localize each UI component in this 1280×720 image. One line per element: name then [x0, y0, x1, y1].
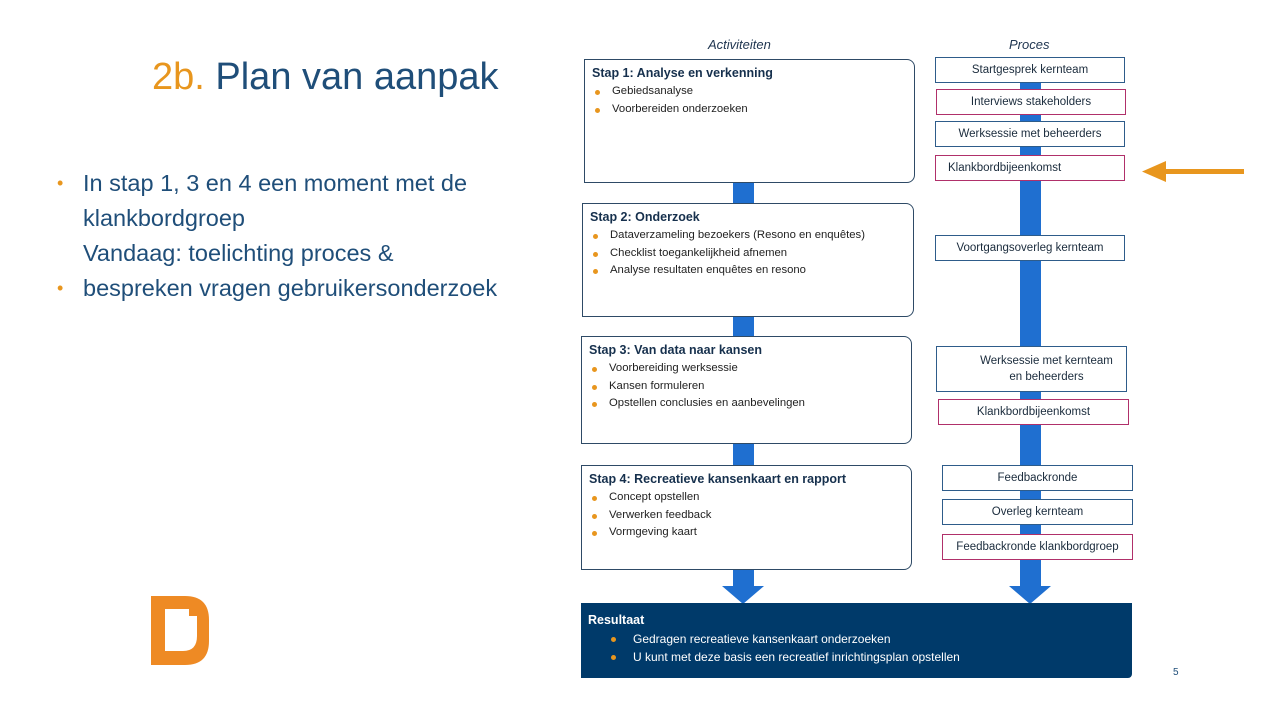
step-item: Voorbereiden onderzoeken	[592, 101, 907, 119]
step-item: Checklist toegankelijkheid afnemen	[590, 245, 906, 263]
step-item: Dataverzameling bezoekers (Resono en enq…	[590, 227, 906, 245]
arrow-down-icon	[1009, 586, 1051, 604]
arrow-left-icon	[1142, 161, 1244, 182]
result-item: Gedragen recreatieve kansenkaart onderzo…	[588, 630, 1125, 648]
result-box: Resultaat Gedragen recreatieve kansenkaa…	[581, 603, 1132, 678]
step-item: Voorbereiding werksessie	[589, 360, 904, 378]
process-box: Overleg kernteam	[942, 499, 1133, 525]
step-item: Vormgeving kaart	[589, 524, 904, 542]
page-title: 2b. Plan van aanpak	[152, 56, 499, 99]
process-box: Startgesprek kernteam	[935, 57, 1125, 83]
step-item: Verwerken feedback	[589, 507, 904, 525]
step-item: Opstellen conclusies en aanbevelingen	[589, 395, 904, 413]
step-item: Kansen formuleren	[589, 378, 904, 396]
column-heading-activities: Activiteiten	[708, 37, 771, 52]
result-item: U kunt met deze basis een recreatief inr…	[588, 648, 1125, 666]
logo-icon	[151, 596, 209, 665]
process-box: Werksessie met kernteam en beheerders	[936, 346, 1127, 392]
title-text: Plan van aanpak	[215, 56, 499, 98]
step-title: Stap 4: Recreatieve kansenkaart en rappo…	[589, 472, 847, 486]
step-title: Stap 3: Van data naar kansen	[589, 343, 762, 357]
step-3-box: Stap 3: Van data naar kansen Voorbereidi…	[581, 336, 912, 444]
result-title: Resultaat	[588, 613, 645, 627]
process-box: Werksessie met beheerders	[935, 121, 1125, 147]
step-item: Gebiedsanalyse	[592, 83, 907, 101]
step-title: Stap 1: Analyse en verkenning	[592, 66, 773, 80]
step-item: Concept opstellen	[589, 489, 904, 507]
process-box-klankbord: Interviews stakeholders	[936, 89, 1126, 115]
step-2-box: Stap 2: Onderzoek Dataverzameling bezoek…	[582, 203, 914, 317]
step-4-box: Stap 4: Recreatieve kansenkaart en rappo…	[581, 465, 912, 570]
page-number: 5	[1173, 667, 1179, 678]
step-title: Stap 2: Onderzoek	[590, 210, 700, 224]
step-item: Analyse resultaten enquêtes en resono	[590, 262, 906, 280]
flow-bar-process	[1020, 80, 1041, 572]
title-number: 2b.	[152, 56, 205, 98]
process-box-klankbord: Klankbordbijeenkomst	[935, 155, 1125, 181]
arrow-down-icon	[722, 586, 764, 604]
process-box: Feedbackronde	[942, 465, 1133, 491]
step-1-box: Stap 1: Analyse en verkenning Gebiedsana…	[584, 59, 915, 183]
process-box-klankbord: Feedbackronde klankbordgroep	[942, 534, 1133, 560]
process-box: Voortgangsoverleg kernteam	[935, 235, 1125, 261]
column-heading-process: Proces	[1009, 37, 1050, 52]
process-box-klankbord: Klankbordbijeenkomst	[938, 399, 1129, 425]
